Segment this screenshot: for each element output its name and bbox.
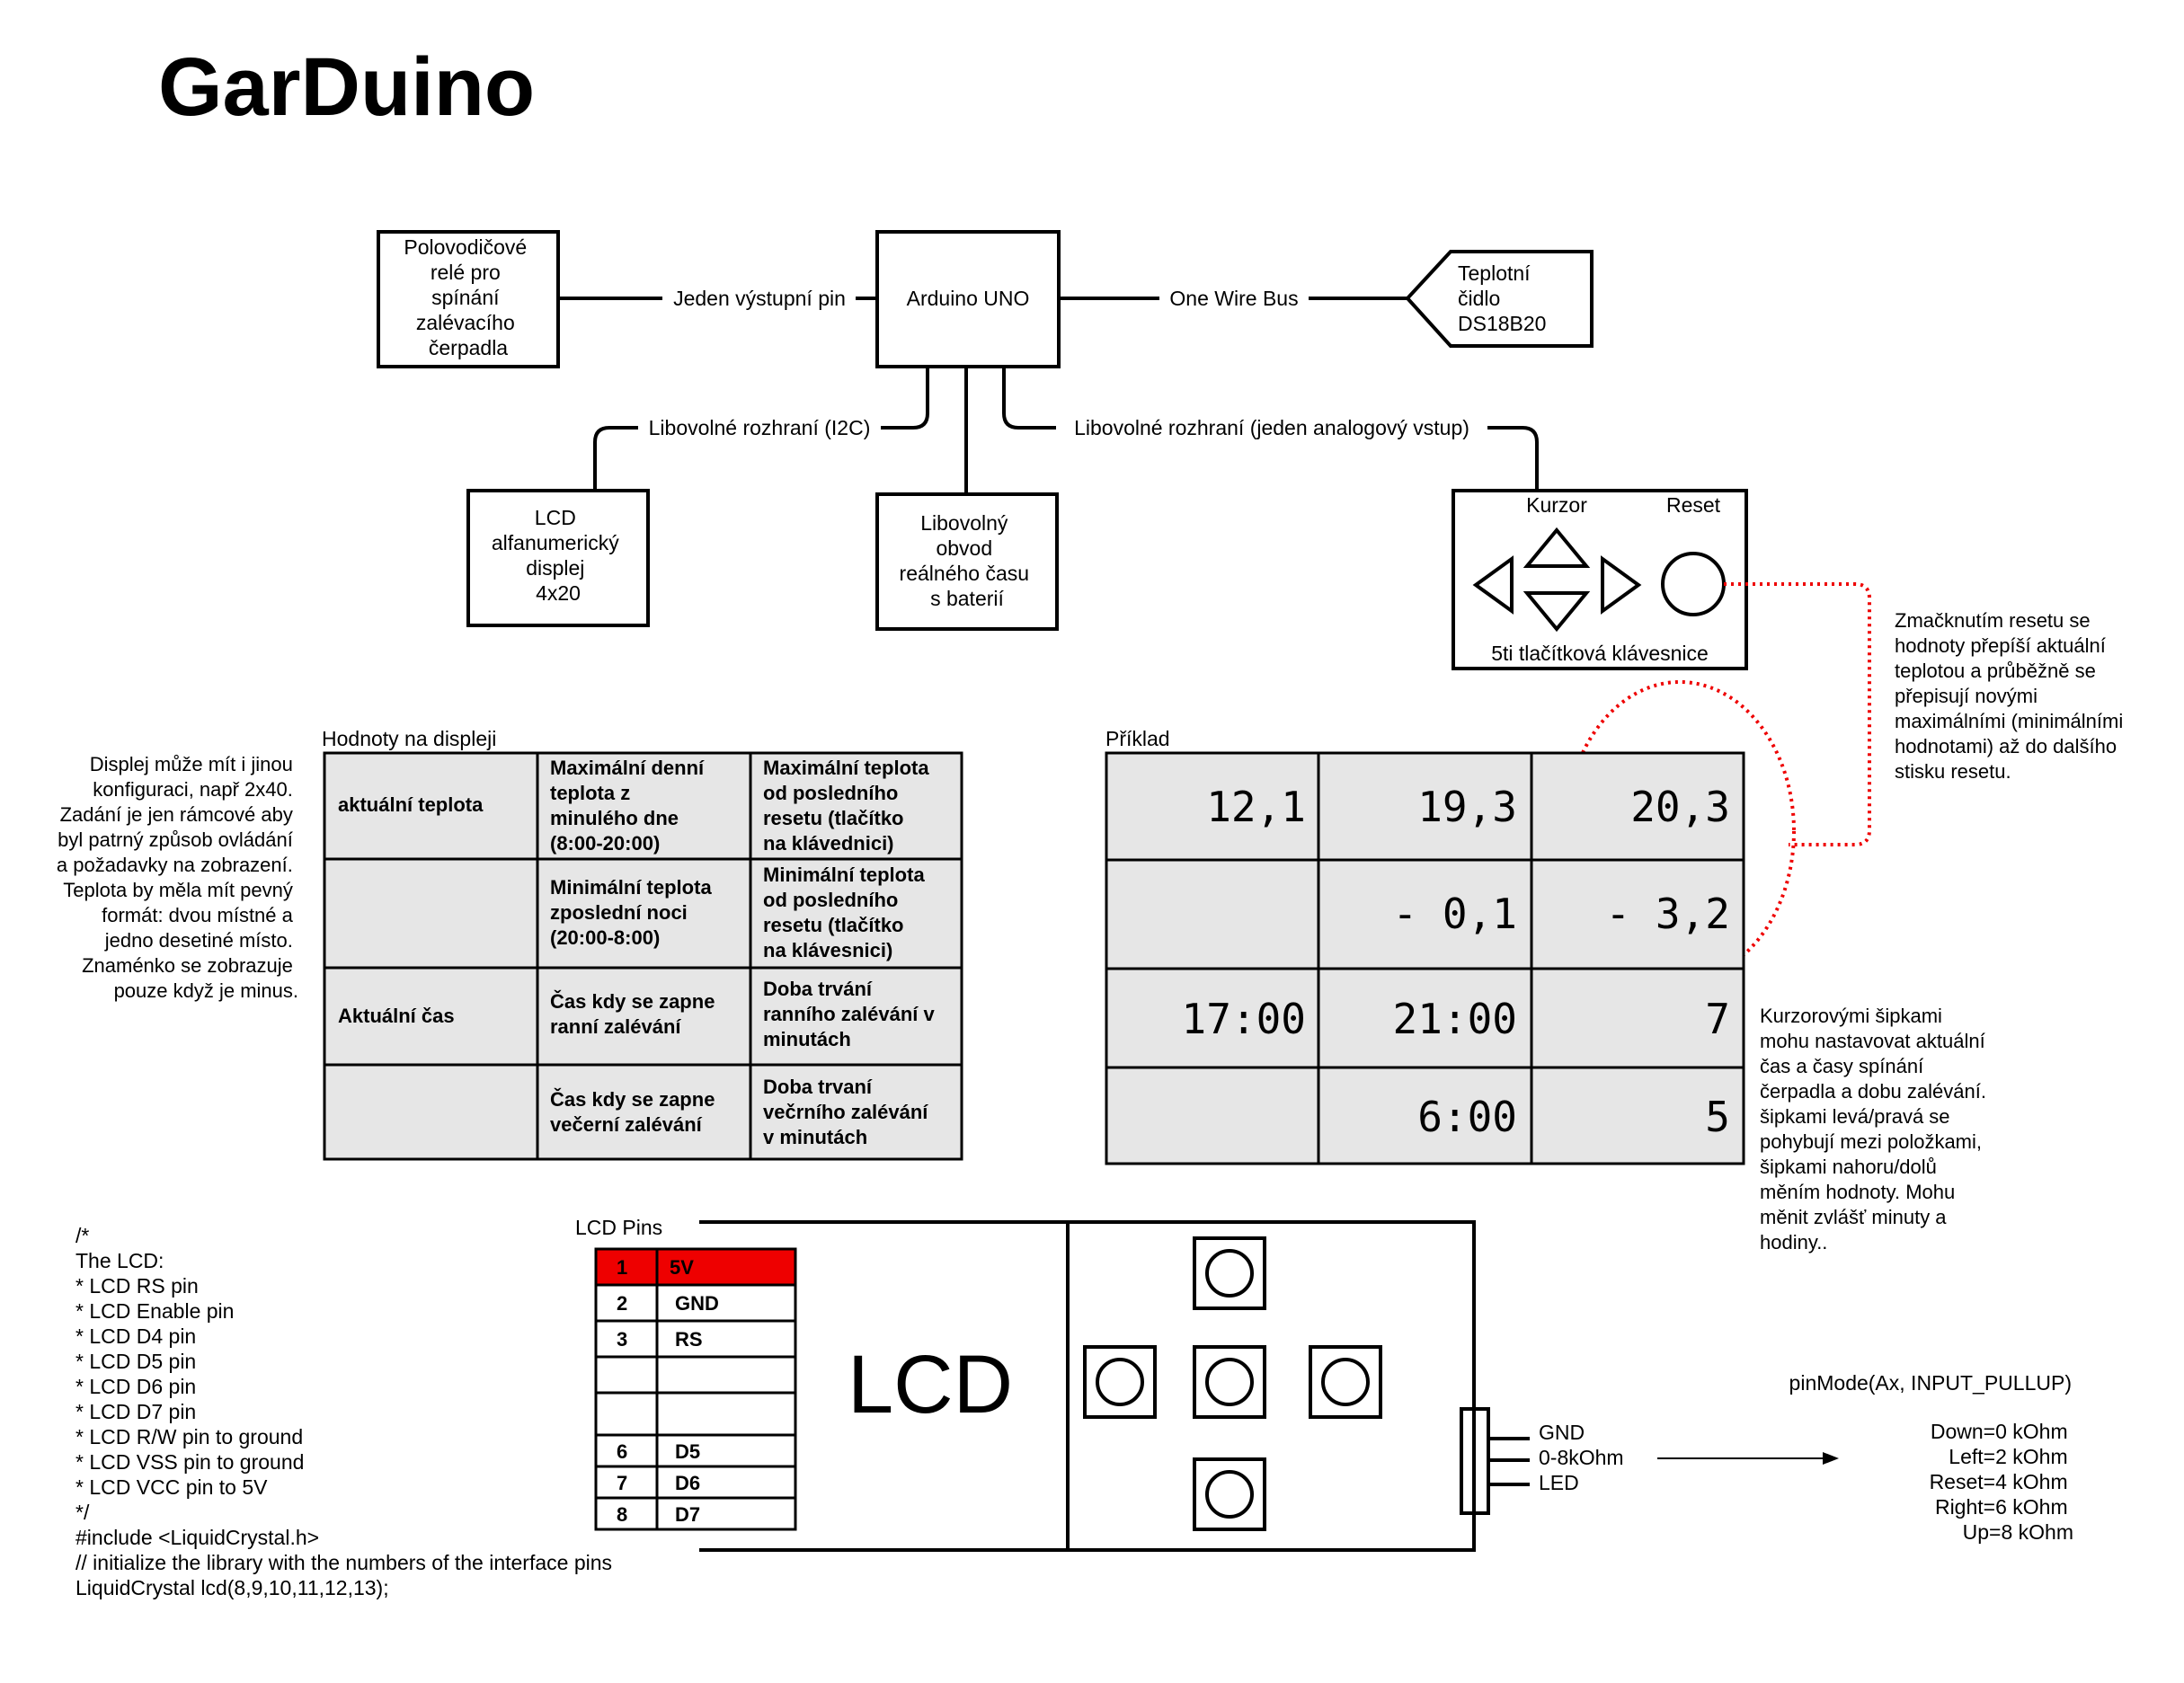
example-cell: 17:00 <box>1182 995 1306 1043</box>
code-block: /* The LCD: * LCD RS pin * LCD Enable pi… <box>75 1224 617 1599</box>
button-down-icon <box>1193 1457 1266 1531</box>
example-table-caption: Příklad <box>1105 727 1170 750</box>
arrow-right-icon <box>1601 555 1642 615</box>
table-cell: Maximální denní teplota z minulého dne (… <box>550 757 709 855</box>
sensor-label: Teplotní čidlo DS18B20 <box>1458 261 1546 335</box>
button-center-icon <box>1193 1345 1266 1419</box>
arrow-up-icon <box>1523 527 1591 568</box>
lcd-pins-caption: LCD Pins <box>575 1216 662 1239</box>
table-cell: Čas kdy se zapne ranní zalévání <box>550 990 721 1038</box>
table-cell: Doba trvání ranního zalévání v minutách <box>763 978 940 1050</box>
keypad-caption: 5ti tlačítková klávesnice <box>1491 642 1709 665</box>
example-cell: 6:00 <box>1417 1093 1517 1141</box>
arrow-down-icon <box>1523 591 1591 633</box>
analog-link-line <box>1002 367 1056 430</box>
example-cell: 19,3 <box>1417 783 1517 831</box>
lcd-box <box>466 489 650 627</box>
arduino-label: Arduino UNO <box>907 287 1030 310</box>
pinmode-values: Down=0 kOhm Left=2 kOhm Reset=4 kOhm Rig… <box>1930 1420 2073 1544</box>
i2c-link-line <box>593 426 638 491</box>
sensor-box <box>1405 250 1594 348</box>
example-cell: 7 <box>1705 995 1730 1043</box>
block-labels: Polovodičové relé pro spínání zalévacího… <box>404 235 1720 665</box>
display-table: aktuální teplota Maximální denní teplota… <box>323 751 963 1161</box>
pin-number: 3 <box>617 1328 627 1351</box>
keypad-reset-label: Reset <box>1666 493 1721 517</box>
connector-pins: GND 0-8kOhm LED <box>1539 1421 1629 1494</box>
arrow-left-icon <box>1472 555 1514 615</box>
pin-name: D6 <box>675 1472 700 1494</box>
example-cell: - 0,1 <box>1393 890 1517 938</box>
keypad-cursor-label: Kurzor <box>1526 493 1587 517</box>
example-cell: 21:00 <box>1393 995 1517 1043</box>
i2c-link-label: Libovolné rozhraní (I2C) <box>649 416 871 439</box>
pinmode-title: pinMode(Ax, INPUT_PULLUP) <box>1789 1371 2072 1395</box>
reset-highlight-ellipse <box>1564 680 1796 982</box>
table-cell: Maximální teplota od posledního resetu (… <box>763 757 935 855</box>
pin-number: 8 <box>617 1503 627 1526</box>
lcd-module-label: LCD <box>848 1339 1013 1431</box>
block-diagram <box>377 230 1748 670</box>
analog-link-line <box>1487 426 1539 491</box>
example-cell: - 3,2 <box>1606 890 1730 938</box>
table-cell: aktuální teplota <box>338 793 484 816</box>
pin-number: 6 <box>617 1440 627 1463</box>
keypad-icons <box>1472 527 1726 633</box>
pin-name: RS <box>675 1328 703 1351</box>
page-title: GarDuino <box>158 41 535 133</box>
lcd-module <box>699 1220 1530 1552</box>
arrow-right-icon <box>1657 1452 1839 1465</box>
table-cell: Minimální teplota od posledního resetu (… <box>763 864 930 961</box>
relay-label: Polovodičové relé pro spínání zalévacího… <box>404 235 532 359</box>
reset-note-connector <box>1724 582 1871 846</box>
pin-name: GND <box>675 1292 719 1315</box>
lcd-block-label: LCD alfanumerický displej 4x20 <box>492 506 625 605</box>
pin-number: 7 <box>617 1472 627 1494</box>
button-up-icon <box>1193 1236 1266 1310</box>
relay-link-label: Jeden výstupní pin <box>673 287 846 310</box>
cursor-note: Kurzorovými šipkami mohu nastavovat aktu… <box>1760 1005 1992 1253</box>
analog-link-label: Libovolné rozhraní (jeden analogový vstu… <box>1074 416 1469 439</box>
pin-name: 5V <box>670 1256 694 1279</box>
table-cell: Čas kdy se zapne večerní zalévání <box>550 1088 721 1136</box>
example-cell: 20,3 <box>1630 783 1730 831</box>
table-cell: Doba trvaní večrního zalévání v minutách <box>763 1076 934 1148</box>
keypad-box <box>1452 489 1748 670</box>
example-table: 12,1 19,3 20,3 - 0,1 - 3,2 17:00 21:00 7… <box>1105 751 1745 1165</box>
table-cell: Minimální teplota zposlední noci (20:00-… <box>550 876 717 949</box>
display-table-caption: Hodnoty na displeji <box>322 727 496 750</box>
pin-name: D5 <box>675 1440 700 1463</box>
onewire-link-label: One Wire Bus <box>1169 287 1298 310</box>
example-cell: 12,1 <box>1206 783 1306 831</box>
pin-name: D7 <box>675 1503 700 1526</box>
i2c-link-line <box>881 367 929 430</box>
example-cell: 5 <box>1705 1093 1730 1141</box>
table-cell: Aktuální čas <box>338 1005 455 1027</box>
reset-button-icon <box>1661 552 1726 616</box>
rtc-block-label: Libovolný obvod reálného času s baterií <box>900 511 1035 610</box>
lcd-pins-table: 1 5V 2 GND 3 RS 6 D5 7 D6 8 D7 <box>594 1247 797 1531</box>
pin-number: 1 <box>617 1256 627 1279</box>
pin-number: 2 <box>617 1292 627 1315</box>
display-note: Displej může mít i jinou konfiguraci, na… <box>57 753 298 1002</box>
button-left-icon <box>1083 1345 1157 1419</box>
reset-note: Zmačknutím resetu se hodnoty přepíší akt… <box>1895 609 2128 783</box>
button-right-icon <box>1309 1345 1382 1419</box>
